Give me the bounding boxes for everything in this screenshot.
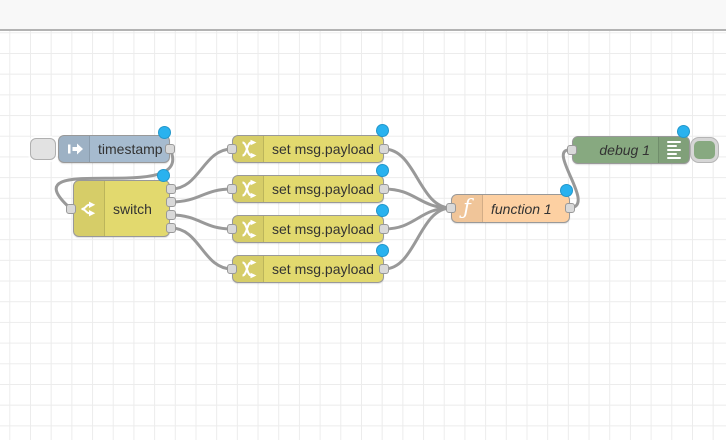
output-port[interactable] [565,203,575,213]
changed-badge [376,164,389,177]
wire[interactable] [169,226,234,271]
wire[interactable] [382,206,453,271]
output-port[interactable] [379,264,389,274]
output-port[interactable] [166,184,176,194]
node-change-4[interactable]: set msg.payload [232,255,384,283]
output-port[interactable] [379,184,389,194]
output-port[interactable] [166,210,176,220]
wire[interactable] [169,187,234,204]
node-change-2[interactable]: set msg.payload [232,175,384,203]
node-inject[interactable]: timestamp [58,135,170,163]
debug-output-icon [658,137,689,163]
input-port[interactable] [227,184,237,194]
changed-badge [376,244,389,257]
function-f-icon: ƒ [452,195,483,222]
branch-arrows-icon [74,181,105,236]
changed-badge [376,124,389,137]
input-port[interactable] [227,144,237,154]
canvas-top-strip [0,0,726,31]
shuffle-icon [233,136,264,162]
node-label: set msg.payload [272,141,374,157]
node-label: set msg.payload [272,261,374,277]
input-port[interactable] [446,203,456,213]
changed-badge [157,169,170,182]
wire[interactable] [382,147,453,210]
input-port[interactable] [227,224,237,234]
debug-toggle-button[interactable] [691,138,718,162]
node-label: set msg.payload [272,221,374,237]
changed-badge [560,184,573,197]
shuffle-icon [233,176,264,202]
output-port[interactable] [166,223,176,233]
node-label: timestamp [98,141,163,157]
inject-arrow-icon [59,136,90,162]
inject-trigger-button[interactable] [30,138,56,160]
wire[interactable] [169,147,234,191]
node-label: debug 1 [599,142,650,158]
output-port[interactable] [165,144,175,154]
input-port[interactable] [66,204,76,214]
input-port[interactable] [227,264,237,274]
wire[interactable] [169,213,234,231]
wire[interactable] [54,147,175,211]
changed-badge [158,126,171,139]
wire[interactable] [561,148,580,210]
node-label: switch [113,200,152,217]
node-debug[interactable]: debug 1 [572,136,690,164]
input-port[interactable] [567,145,577,155]
node-change-1[interactable]: set msg.payload [232,135,384,163]
output-port[interactable] [379,144,389,154]
shuffle-icon [233,216,264,242]
node-switch[interactable]: switch [73,180,170,237]
shuffle-icon [233,256,264,282]
node-function[interactable]: ƒ function 1 [451,194,570,223]
changed-badge [376,204,389,217]
changed-badge [677,125,690,138]
node-change-3[interactable]: set msg.payload [232,215,384,243]
node-label: function 1 [491,200,552,217]
output-port[interactable] [166,197,176,207]
node-label: set msg.payload [272,181,374,197]
output-port[interactable] [379,224,389,234]
